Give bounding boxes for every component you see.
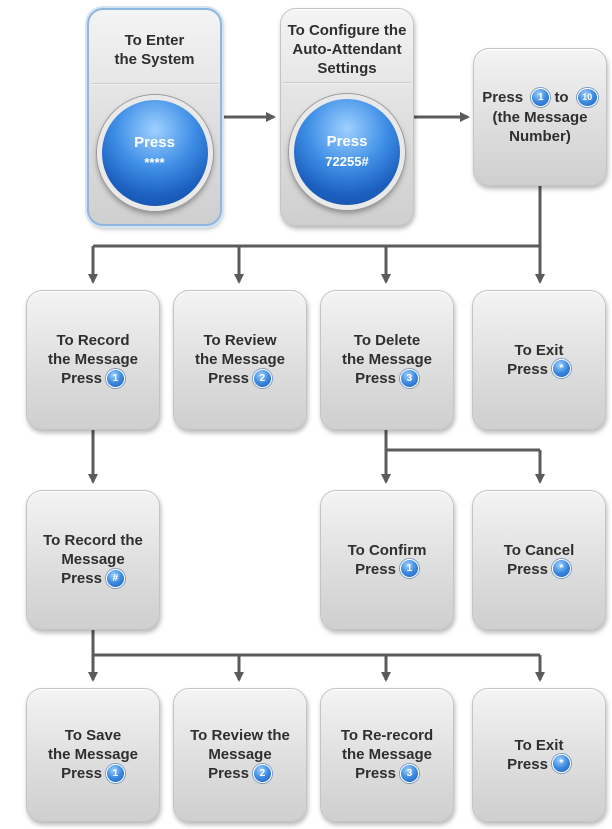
- key-1-icon: 1: [531, 87, 551, 107]
- press-code: 72255#: [325, 154, 369, 169]
- record-sub-box: To Record the Message Press#: [26, 490, 160, 630]
- key-hash-icon: #: [105, 568, 125, 588]
- press-button: Press 72255#: [289, 94, 405, 210]
- message-number-box: Press 1 to 10 (the Message Number): [473, 48, 607, 186]
- key-star-icon: *: [551, 754, 571, 774]
- key-3-icon: 3: [399, 763, 419, 783]
- divider: [90, 83, 219, 85]
- key-star-icon: *: [551, 359, 571, 379]
- key-2-icon: 2: [252, 368, 272, 388]
- divider: [283, 82, 411, 84]
- configure-label: To Configure the Auto-Attendant Settings: [287, 21, 407, 77]
- key-1-icon: 1: [399, 559, 419, 579]
- key-2-icon: 2: [252, 763, 272, 783]
- configure-auto-attendant-box: To Configure the Auto-Attendant Settings…: [280, 8, 414, 226]
- key-10-icon: 10: [576, 87, 598, 107]
- key-3-icon: 3: [399, 368, 419, 388]
- key-1-icon: 1: [105, 368, 125, 388]
- cancel-box: To Cancel Press*: [472, 490, 606, 630]
- press-button: Press ****: [96, 95, 213, 211]
- exit-box-2: To Exit Press*: [472, 688, 606, 822]
- press-code: ****: [144, 155, 165, 170]
- enter-system-label: To Enter the System: [114, 32, 195, 68]
- exit-box: To Exit Press*: [472, 290, 606, 430]
- key-1-icon: 1: [105, 763, 125, 783]
- enter-system-box: To Enter the System Press ****: [87, 8, 222, 226]
- key-star-icon: *: [551, 559, 571, 579]
